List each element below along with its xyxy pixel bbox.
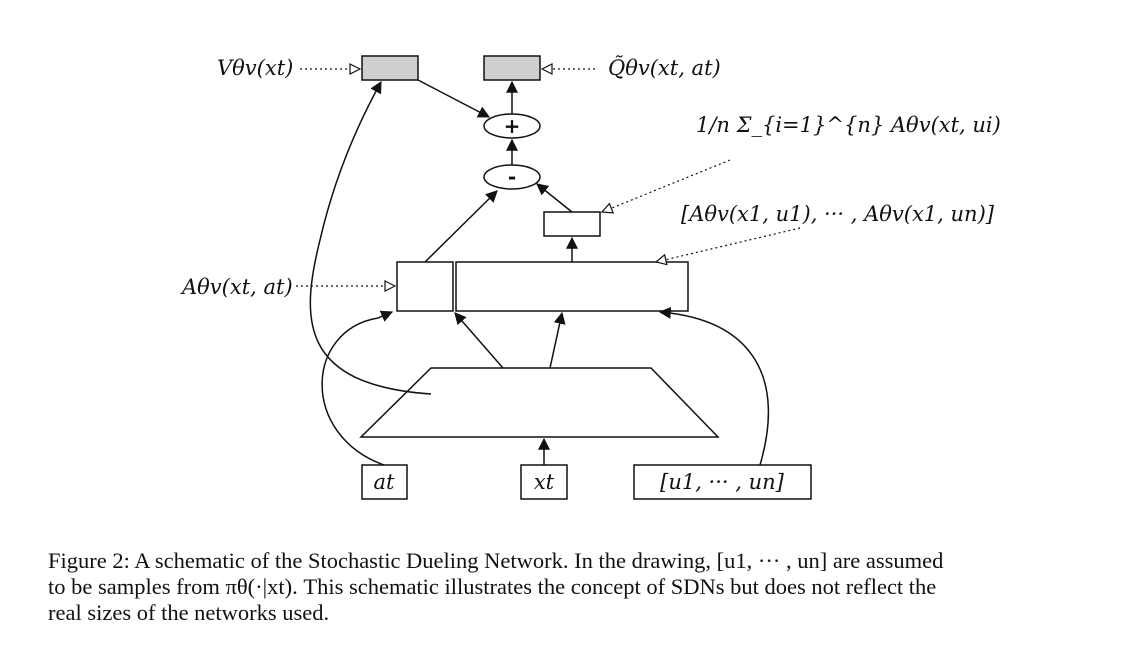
samples-input-box: [633, 464, 812, 500]
action-input-box: [361, 464, 408, 500]
arrow-mean-to-minus: [536, 183, 573, 213]
q-output-box: [483, 55, 541, 81]
arrow-net-to-advlist: [549, 311, 566, 369]
minus-symbol: -: [508, 165, 516, 189]
dotted-arrows: [296, 69, 801, 286]
action-input-label: at: [374, 470, 396, 494]
figure-caption: Figure 2: A schematic of the Stochastic …: [48, 548, 1108, 626]
mean-advantage-label: 1/n Σ_{i=1}^{n} Aθv(xt, ui): [696, 113, 1001, 137]
mean-advantage-box: [543, 211, 601, 237]
q-label: Q̃θv(xt, at): [608, 56, 721, 80]
advantage-samples-box: [455, 261, 689, 312]
solid-arrows: [309, 79, 770, 466]
curve-samples-to-advlist: [658, 306, 770, 466]
state-input-label: xt: [534, 470, 555, 494]
caption-line-2: to be samples from πθ(·|xt). This schema…: [48, 574, 937, 599]
arrow-adv-to-minus: [424, 190, 498, 263]
dotted-mean-label: [602, 159, 731, 212]
arrow-value-to-plus: [417, 79, 491, 118]
state-input-box: [520, 464, 568, 500]
caption-line-1: Figure 2: A schematic of the Stochastic …: [48, 548, 944, 573]
samples-input-label: [u1, ··· , un]: [660, 470, 785, 494]
arrow-net-to-adv: [454, 312, 504, 369]
curve-action-to-adv: [321, 310, 394, 466]
shared-network-trapezoid: [359, 367, 720, 438]
dotted-advlist-label: [656, 227, 801, 262]
value-label: Vθv(xt): [217, 56, 293, 80]
plus-symbol: +: [504, 114, 521, 138]
caption-line-3: real sizes of the networks used.: [48, 600, 330, 625]
advantage-list-label: [Aθv(x1, u1), ··· , Aθv(x1, un)]: [681, 202, 995, 226]
advantage-action-box: [396, 261, 454, 312]
curve-net-to-value: [309, 80, 432, 395]
value-output-box: [361, 55, 419, 81]
advantage-label: Aθv(xt, at): [180, 275, 293, 299]
